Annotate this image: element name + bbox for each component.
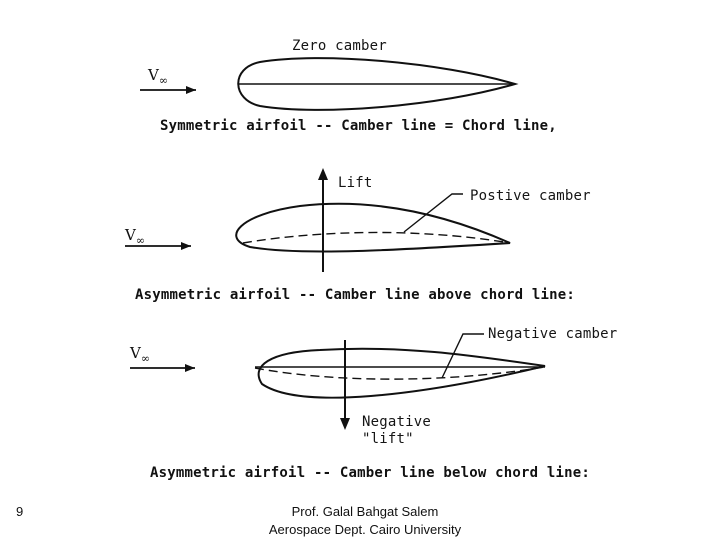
footer-author: Prof. Galal Bahgat Salem [291,504,439,519]
positive-camber-caption: Asymmetric airfoil -- Camber line above … [135,287,576,303]
velocity-symbol-3: V [130,344,141,362]
velocity-arrowhead-1 [186,86,196,94]
velocity-arrowhead-3 [185,364,195,372]
negative-lift-label-line1: Negative [362,414,432,430]
positive-camber-label: Postive camber [470,188,591,204]
velocity-subscript-2: ∞ [135,234,146,247]
velocity-subscript-3: ∞ [140,352,151,365]
negative-camber-line [254,366,546,380]
velocity-symbol-2: V [125,226,136,244]
positive-camber-airfoil [235,202,511,253]
slide-number: 9 [16,504,24,519]
freestream-velocity-label-1: V∞ [148,66,168,87]
positive-camber-line [242,231,511,244]
freestream-velocity-label-3: V∞ [130,344,150,365]
negative-lift-arrowhead [340,418,350,430]
symmetric-airfoil-group [140,57,519,111]
velocity-arrowhead-2 [181,242,191,250]
velocity-symbol-1: V [148,66,159,84]
negative-camber-airfoil [257,347,546,399]
footer-department: Aerospace Dept. Cairo University [268,522,462,537]
symmetric-airfoil-caption: Symmetric airfoil -- Camber line = Chord… [160,118,557,134]
lift-arrowhead [318,168,328,180]
positive-camber-leader [403,193,463,233]
velocity-subscript-1: ∞ [158,74,169,87]
negative-camber-caption: Asymmetric airfoil -- Camber line below … [150,465,591,481]
freestream-velocity-label-2: V∞ [125,226,145,247]
negative-camber-group [130,333,546,430]
negative-lift-label-line2: "lift" [362,431,414,447]
lift-label: Lift [338,175,373,191]
negative-camber-leader [441,333,484,379]
positive-camber-group [125,168,511,272]
slide-footer: Prof. Galal Bahgat Salem Aerospace Dept.… [200,503,530,539]
negative-camber-label: Negative camber [488,326,618,342]
zero-camber-title: Zero camber [292,38,387,54]
